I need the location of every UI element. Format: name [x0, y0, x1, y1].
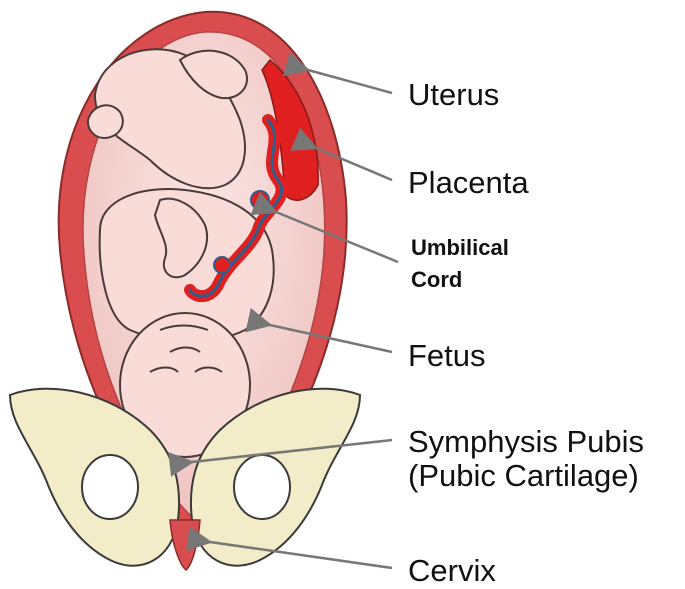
label-umbilical-cord: Umbilical Cord [411, 232, 509, 296]
label-symphysis-line2: (Pubic Cartilage) [408, 459, 644, 493]
cervix [170, 520, 200, 570]
label-placenta: Placenta [408, 166, 529, 200]
uterus-pointer [308, 70, 392, 93]
label-symphysis-pubis: Symphysis Pubis (Pubic Cartilage) [408, 425, 644, 493]
label-umbilical-cord-line1: Umbilical [411, 232, 509, 264]
label-umbilical-cord-line2: Cord [411, 264, 509, 296]
label-uterus: Uterus [408, 78, 499, 112]
label-symphysis-line1: Symphysis Pubis [408, 425, 644, 459]
label-cervix: Cervix [408, 554, 496, 588]
label-fetus: Fetus [408, 339, 486, 373]
